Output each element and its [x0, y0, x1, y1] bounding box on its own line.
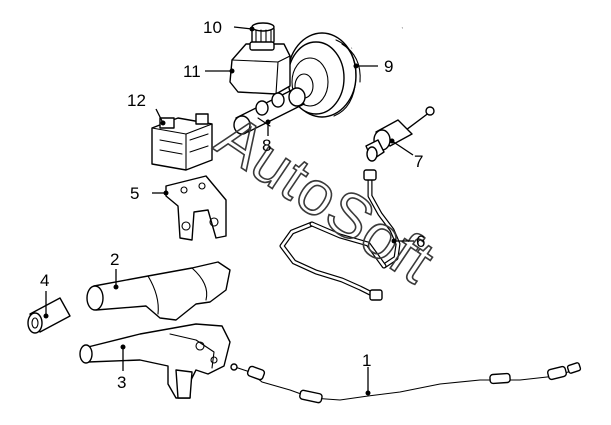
lever-sleeve [27, 297, 71, 334]
modulator-bracket [165, 175, 227, 241]
callout-3: 3 [117, 373, 126, 392]
callout-9: 9 [384, 57, 393, 76]
brake-master-cylinder [233, 87, 306, 135]
callout-4: 4 [40, 271, 49, 290]
fluid-reservoir [229, 41, 291, 95]
callout-5: 5 [130, 184, 139, 203]
callout-10: 10 [203, 18, 222, 37]
callout-7: 7 [414, 152, 423, 171]
callout-6: 6 [416, 232, 425, 251]
reservoir-cap [251, 22, 275, 45]
callout-2: 2 [110, 250, 119, 269]
callout-8: 8 [262, 136, 271, 155]
handbrake-lever-grip [86, 261, 231, 321]
callout-1: 1 [362, 351, 371, 370]
parking-brake-cable [230, 362, 582, 404]
leader-lines [43, 26, 414, 396]
abs-modulator [151, 113, 213, 171]
callout-12: 12 [127, 91, 146, 110]
clutch-master-cylinder [365, 106, 435, 162]
callouts: 10 11 12 8 9 5 7 6 2 4 3 1 [40, 18, 425, 392]
callout-11: 11 [183, 62, 201, 81]
handbrake-lever-assembly [79, 323, 231, 399]
brake-line [279, 169, 401, 301]
